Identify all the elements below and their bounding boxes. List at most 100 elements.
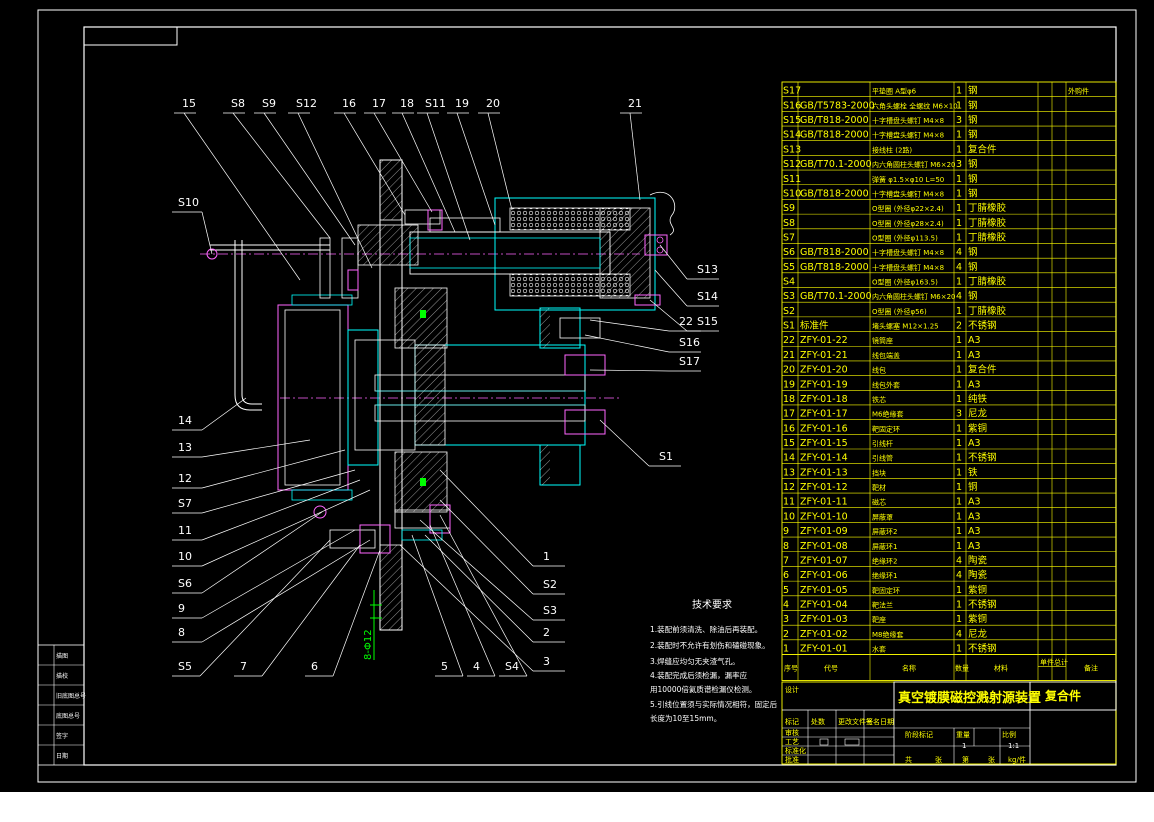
bom-name-16: 靶固定环 xyxy=(872,424,900,433)
bom-no-S6: S6 xyxy=(783,247,795,258)
bom-name-S11: 弹簧 φ1.5×φ10 L=50 xyxy=(872,175,944,184)
bom-qty-20: 1 xyxy=(956,365,962,376)
bom-header-total_w: 总计 xyxy=(1054,658,1068,667)
bom-qty-17: 3 xyxy=(956,409,962,420)
bom-qty-S12: 3 xyxy=(956,159,962,170)
bom-qty-15: 1 xyxy=(956,438,962,449)
bom-code-S1: 标准件 xyxy=(800,320,829,332)
bom-mat-5: 紫铜 xyxy=(968,584,987,596)
bom-mat-S7: 丁腈橡胶 xyxy=(968,231,1007,243)
bom-no-14: 14 xyxy=(783,453,795,464)
bom-header-note: 备注 xyxy=(1084,664,1098,673)
bom-name-S15: 十字槽盘头螺钉 M4×8 xyxy=(872,116,944,125)
bom-code-9: ZFY-01-09 xyxy=(800,526,848,537)
bom-no-10: 10 xyxy=(783,511,795,522)
bom-qty-19: 1 xyxy=(956,379,962,390)
bom-code-S12: GB/T70.1-2000 xyxy=(800,159,872,170)
bom-no-1: 1 xyxy=(783,644,789,655)
bom-name-2: M8绝缘套 xyxy=(872,630,904,639)
bom-no-11: 11 xyxy=(783,497,795,508)
bom-name-19: 线包外套 xyxy=(872,380,900,389)
tech-note-7: 长度为10至15mm。 xyxy=(650,713,721,723)
bom-qty-S2: 1 xyxy=(956,306,962,317)
bom-mat-S16: 钢 xyxy=(968,99,978,111)
callout-top-S9: S9 xyxy=(262,97,276,110)
bom-no-S8: S8 xyxy=(783,218,795,229)
bom-no-19: 19 xyxy=(783,379,795,390)
tech-notes: 技术要求 1.装配前须清洗、除油后再装配。 2.装配时不允许有划伤和磕碰现象。 … xyxy=(650,598,778,723)
bom-name-S10: 十字槽盘头螺钉 M4×8 xyxy=(872,189,944,198)
bom-note-S17: 外购件 xyxy=(1068,87,1089,96)
strip-label-5: 日期 xyxy=(56,752,68,760)
bom-code-20: ZFY-01-20 xyxy=(800,365,848,376)
bom-mat-S8: 丁腈橡胶 xyxy=(968,217,1007,229)
bom-header-qty: 数量 xyxy=(955,664,969,673)
bom-code-15: ZFY-01-15 xyxy=(800,438,848,449)
tb-sheet-no-unit: 张 xyxy=(988,755,995,764)
bom-code-16: ZFY-01-16 xyxy=(800,423,848,434)
bom-qty-6: 4 xyxy=(956,570,962,581)
bom-name-22: 镜筒座 xyxy=(872,336,893,345)
bom-no-2: 2 xyxy=(783,629,789,640)
bom-name-S6: 十字槽盘头螺钉 M4×8 xyxy=(872,248,944,257)
bom-no-18: 18 xyxy=(783,394,795,405)
bom-name-S2: O型圈 (外径φ56) xyxy=(872,307,927,316)
bom-name-9: 屏蔽环2 xyxy=(872,527,897,536)
bom-no-21: 21 xyxy=(783,350,795,361)
bom-qty-9: 1 xyxy=(956,526,962,537)
bom-no-S9: S9 xyxy=(783,203,795,214)
callout-left-9: 9 xyxy=(178,602,185,615)
bom-no-S10: S10 xyxy=(783,188,801,199)
bom-no-S5: S5 xyxy=(783,262,795,273)
tech-note-4: 4.装配完成后须检漏，漏率应 xyxy=(650,670,748,680)
tb-label-date: 日期 xyxy=(880,718,894,726)
bom-name-18: 铁芯 xyxy=(872,395,886,404)
bom-name-4: 靶法兰 xyxy=(872,600,893,609)
bom-mat-S4: 丁腈橡胶 xyxy=(968,276,1007,288)
tech-note-1: 1.装配前须清洗、除油后再装配。 xyxy=(650,624,762,634)
bom-qty-18: 1 xyxy=(956,394,962,405)
bom-no-6: 6 xyxy=(783,570,789,581)
callout-top-16: 16 xyxy=(342,97,356,110)
callout-bottom-6: 6 xyxy=(311,660,318,673)
callout-left-13: 13 xyxy=(178,441,192,454)
bom-code-17: ZFY-01-17 xyxy=(800,409,848,420)
bom-code-S16: GB/T5783-2000 xyxy=(800,100,875,111)
callout-left-8: 8 xyxy=(178,626,185,639)
tb-sheet-total-unit: 张 xyxy=(935,755,942,764)
bom-mat-S5: 钢 xyxy=(968,261,978,273)
bom-code-S14: GB/T818-2000 xyxy=(800,130,869,141)
callout-top-20: 20 xyxy=(486,97,500,110)
callout-top-18: 18 xyxy=(400,97,414,110)
callout-bottom-S5: S5 xyxy=(178,660,192,673)
bom-name-S4: O型圈 (外径φ163.5) xyxy=(872,278,938,287)
bom-code-1: ZFY-01-01 xyxy=(800,644,848,655)
bom-code-19: ZFY-01-19 xyxy=(800,379,848,390)
bom-qty-S7: 1 xyxy=(956,232,962,243)
tech-note-3: 3.焊缝应均匀无夹渣气孔。 xyxy=(650,656,740,666)
bom-qty-S14: 1 xyxy=(956,130,962,141)
callout-right-22: 22 xyxy=(679,315,693,328)
bom-no-S17: S17 xyxy=(783,86,801,97)
leader-lines xyxy=(172,112,719,677)
bom-no-S11: S11 xyxy=(783,174,801,185)
bom-qty-S1: 2 xyxy=(956,321,962,332)
bom-name-7: 绝缘环2 xyxy=(872,556,897,565)
bom-code-14: ZFY-01-14 xyxy=(800,453,848,464)
tb-stage-mark: 阶段标记 xyxy=(905,730,933,739)
bom-name-8: 屏蔽环1 xyxy=(872,542,897,551)
bom-header-mat: 材料 xyxy=(994,664,1008,673)
bom-mat-10: A3 xyxy=(968,511,981,522)
bom-name-3: 靶座 xyxy=(872,615,886,624)
bom-qty-S5: 4 xyxy=(956,262,962,273)
bom-mat-21: A3 xyxy=(968,350,981,361)
bom-no-22: 22 xyxy=(783,335,795,346)
bom-qty-S16: 1 xyxy=(956,100,962,111)
dimension-label: 8-Φ12 xyxy=(363,629,374,660)
bom-qty-S4: 1 xyxy=(956,277,962,288)
callout-left-14: 14 xyxy=(178,414,192,427)
tb-stage-scale: 比例 xyxy=(1002,730,1016,739)
bom-no-S3: S3 xyxy=(783,291,795,302)
bom-mat-S12: 钢 xyxy=(968,158,978,170)
